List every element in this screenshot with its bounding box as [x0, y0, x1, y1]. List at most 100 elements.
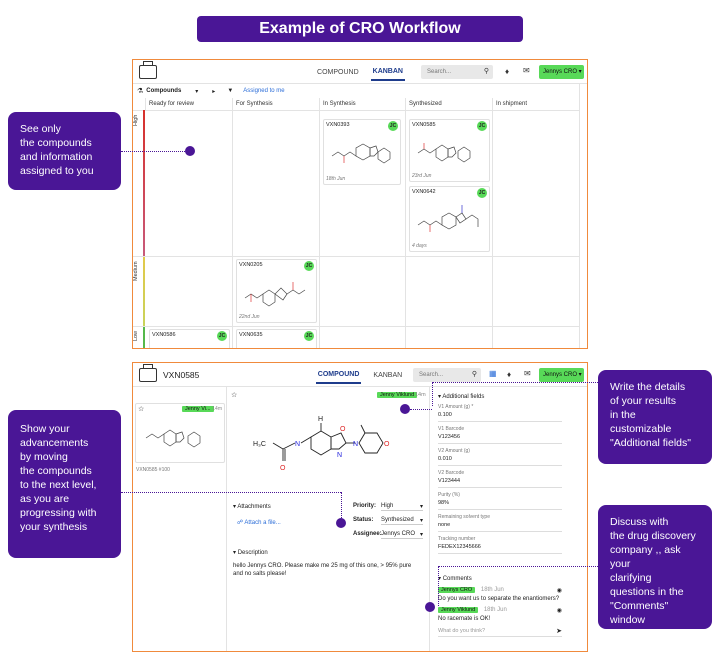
compound-thumbnail-card[interactable]: ☆ Jenny Vi... 14m — [135, 403, 225, 463]
assignee-select[interactable]: Jennys CRO ▾ — [381, 531, 423, 539]
field-input[interactable]: none — [438, 520, 562, 532]
callout-line: by moving — [20, 451, 68, 463]
card-id: VXN0585 — [412, 122, 436, 128]
grid-line — [133, 256, 579, 257]
chevron-down-icon[interactable]: ▾ — [438, 394, 442, 400]
search-icon[interactable]: ⚲ — [471, 371, 477, 378]
search-input[interactable]: Search... ⚲ — [413, 368, 481, 382]
chevron-right-icon[interactable]: ▸ — [212, 88, 216, 95]
field-input[interactable]: V123456 — [438, 432, 562, 444]
field-input[interactable]: 98% — [438, 498, 562, 510]
star-icon[interactable]: ☆ — [138, 406, 145, 413]
priority-strip-high — [143, 110, 145, 256]
field-label: Remaining solvent type — [438, 514, 490, 520]
search-placeholder: Search... — [427, 69, 452, 75]
send-icon[interactable]: ➤ — [556, 628, 562, 635]
comment-date: 18th Jun — [480, 587, 504, 593]
user-menu-button[interactable]: Jennys CRO ▾ — [539, 65, 584, 79]
grid-line — [319, 110, 320, 348]
bell-icon[interactable]: ♦ — [505, 67, 510, 76]
comment-input[interactable]: What do you think? ➤ — [438, 628, 562, 637]
chevron-down-icon[interactable]: ▾ — [438, 576, 442, 582]
mail-icon[interactable]: ✉ — [524, 369, 531, 378]
callout-line: "Comments" — [610, 600, 669, 612]
bell-icon[interactable]: ♦ — [507, 370, 512, 379]
callout-line: as you are — [20, 493, 70, 505]
assignee-avatar: JC — [304, 331, 314, 341]
connector-line — [432, 382, 598, 383]
eye-icon[interactable]: ◉ — [556, 608, 562, 614]
molecule-thumbnail — [331, 143, 391, 164]
priority-select[interactable]: High ▾ — [381, 503, 423, 511]
row-label-medium: Medium — [133, 261, 139, 281]
connector-line — [438, 566, 439, 606]
main-tag-age: 14m — [415, 392, 426, 398]
chevron-down-icon[interactable]: ▾ — [195, 88, 199, 95]
field-row: V1 Amount (g) *0.100 — [438, 404, 562, 422]
search-input[interactable]: Search... ⚲ — [421, 65, 493, 79]
grid-line — [133, 326, 579, 327]
assignee-avatar: JC — [477, 121, 487, 131]
chevron-down-icon[interactable]: ▾ — [233, 504, 237, 510]
molecule-thumbnail — [417, 205, 479, 232]
status-select[interactable]: Synthesized ▾ — [381, 517, 423, 525]
comment-item: Jennys CRO 18th Jun ◉ Do you want us to … — [438, 587, 562, 602]
tab-kanban[interactable]: KANBAN — [373, 371, 403, 379]
eye-icon[interactable]: ◉ — [556, 588, 562, 594]
chevron-down-icon: ▾ — [419, 532, 423, 538]
molecule-thumbnail — [145, 429, 201, 448]
assigned-filter-link[interactable]: Assigned to me — [243, 88, 285, 94]
field-input[interactable]: FEDEX12345666 — [438, 542, 562, 554]
priority-label: Priority: — [353, 503, 377, 509]
compound-card[interactable]: VXN0642 JC 4 days — [409, 186, 490, 252]
callout-line: your synthesis — [20, 521, 88, 533]
star-icon[interactable]: ☆ — [231, 392, 238, 399]
search-icon[interactable]: ⚲ — [483, 68, 489, 75]
field-input[interactable]: V123444 — [438, 476, 562, 488]
compound-window: VXN0585 COMPOUND KANBAN Search... ⚲ ▦ ♦ … — [132, 362, 588, 652]
connector-line — [438, 566, 598, 567]
card-date: 4 days — [412, 243, 427, 249]
description-text[interactable]: hello Jennys CRO. Please make me 25 mg o… — [233, 563, 412, 577]
attach-file-link[interactable]: ☍ Attach a file... — [237, 519, 281, 526]
assignee-avatar: JC — [388, 121, 398, 131]
callout-line: "Additional fields" — [610, 437, 692, 449]
chevron-down-icon[interactable]: ▾ — [233, 550, 237, 556]
tab-compound[interactable]: COMPOUND — [315, 367, 362, 384]
additional-fields-section: ▾ Additional fields V1 Amount (g) *0.100… — [438, 393, 562, 554]
thumb-age: 14m — [212, 406, 222, 412]
user-menu-button[interactable]: Jennys CRO ▾ — [539, 368, 584, 382]
priority-strip-medium — [143, 257, 145, 326]
compound-card[interactable]: VXN0586 JC — [149, 329, 230, 348]
field-input[interactable]: 0.100 — [438, 410, 562, 422]
assignee-tag: Jenny Viklund — [377, 392, 418, 398]
tab-compound[interactable]: COMPOUND — [317, 68, 359, 76]
compounds-label[interactable]: Compounds — [146, 88, 182, 94]
document-icon[interactable]: ▦ — [489, 369, 497, 378]
compound-card[interactable]: VXN0205 JC 22nd Jun — [236, 259, 317, 323]
comments-section: ▾ Comments Jennys CRO 18th Jun ◉ Do you … — [438, 575, 562, 637]
assignee-label: Assignee: — [353, 531, 382, 537]
callout-line: the drug discovery — [610, 530, 696, 542]
connector-dot — [425, 602, 435, 612]
filter-icon[interactable]: ▼ — [227, 88, 234, 94]
app-logo-icon[interactable] — [139, 60, 157, 79]
row-label-low: Low — [133, 330, 139, 342]
compound-card[interactable]: VXN0393 JC 18th Jun — [323, 119, 401, 185]
callout-line: Discuss with — [610, 516, 669, 528]
field-label: V1 Amount (g) * — [438, 404, 474, 410]
mail-icon[interactable]: ✉ — [523, 66, 530, 75]
tab-kanban[interactable]: KANBAN — [370, 64, 405, 81]
assignee-avatar: JC — [304, 261, 314, 271]
compound-card[interactable]: VXN0585 JC 23rd Jun — [409, 119, 490, 182]
compound-card[interactable]: VXN0635 JC — [236, 329, 317, 348]
callout-line: clarifying — [610, 572, 652, 584]
column-header-synthesized: Synthesized — [405, 98, 492, 110]
callout-line: Write the details — [610, 381, 686, 393]
callout-assigned: See only the compounds and information a… — [8, 112, 121, 190]
molecule-o-label: O — [280, 465, 286, 472]
field-input[interactable]: 0.010 — [438, 454, 562, 466]
app-logo-icon[interactable] — [139, 363, 157, 382]
connector-line — [341, 492, 342, 522]
